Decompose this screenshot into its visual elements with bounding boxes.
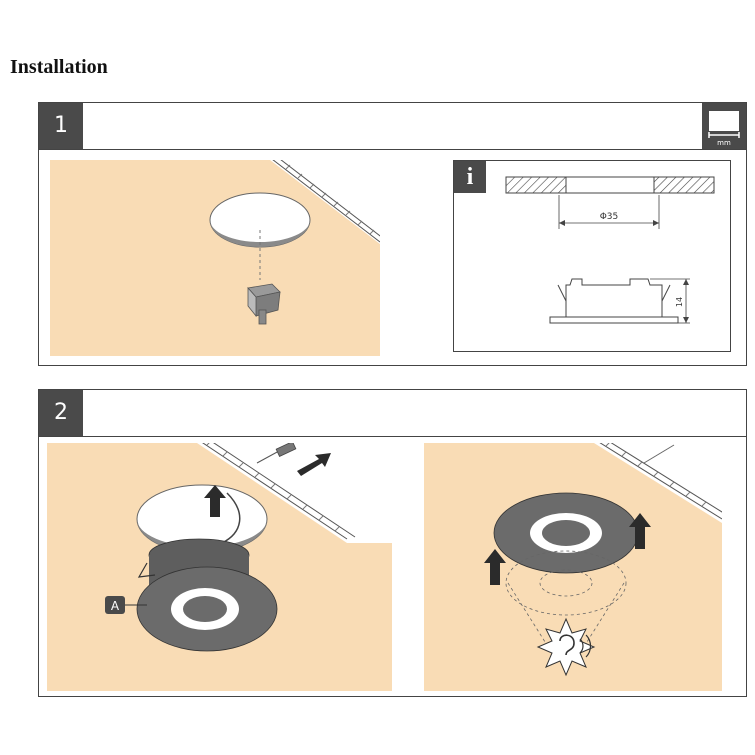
led-fixture [136, 538, 278, 652]
ceiling-hole [209, 192, 311, 248]
diameter-label: Φ35 [600, 212, 619, 222]
unit-label: mm [717, 139, 731, 147]
ceiling-edge-hatch [272, 160, 380, 243]
motion-outline [505, 550, 627, 654]
diameter-dimension [558, 195, 660, 229]
fixture-click-illustration [424, 443, 722, 691]
step-1-header: 1 mm [39, 103, 746, 150]
height-dimension [650, 278, 690, 324]
arrow-up-icon [204, 485, 226, 517]
led-fixture-installed [493, 492, 639, 574]
arrow-up-right-icon [629, 513, 651, 549]
ruler-mm-icon: mm [702, 103, 746, 149]
height-label: 14 [675, 297, 684, 307]
ceiling-cutout-illustration [50, 160, 380, 356]
arrow-up-left-icon [484, 549, 506, 585]
click-sound-icon [536, 617, 596, 677]
fixture-side-view [549, 278, 679, 324]
ceiling-edge-hatch [202, 443, 356, 540]
callout-a-label: A [111, 599, 120, 613]
info-dimensions-box: i Φ35 [453, 160, 731, 352]
fixture-connect-illustration: A [47, 443, 392, 691]
ceiling-edge-hatch [599, 443, 722, 520]
step-2-header: 2 [39, 390, 746, 437]
step-2-panel: 2 [38, 389, 747, 697]
page-title: Installation [10, 56, 108, 78]
mounting-clip-icon [247, 283, 281, 325]
callout-a-badge [105, 596, 125, 614]
info-icon: i [454, 161, 486, 193]
step-1-panel: 1 mm [38, 102, 747, 366]
arrow-up-right-icon [297, 453, 331, 476]
step-1-number: 1 [39, 103, 83, 149]
ceiling-section [505, 176, 715, 194]
step-2-number: 2 [39, 390, 83, 436]
connector-plug-icon [256, 443, 297, 464]
